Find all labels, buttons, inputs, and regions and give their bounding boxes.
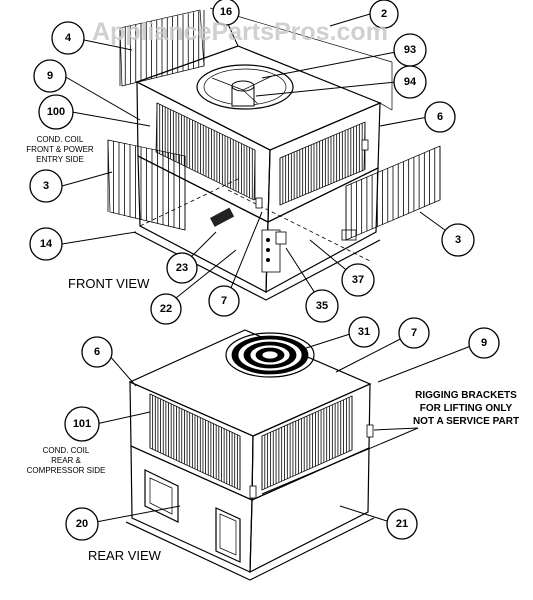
callout-35: 35 (305, 289, 339, 323)
callout-2: 2 (369, 0, 399, 29)
callout-14-label: 14 (40, 238, 53, 250)
watermark: AppliancePartsPros.com (92, 18, 388, 46)
rear-coil-note: COND. COIL REAR & COMPRESSOR SIDE (27, 446, 106, 475)
front-coil-note-line-2: FRONT & POWER (26, 145, 94, 154)
callout-37-label: 37 (352, 274, 364, 286)
callout-7-rear-label: 7 (411, 327, 417, 339)
callout-101-label: 101 (73, 418, 91, 430)
rigging-bracket-right (366, 424, 374, 438)
rear-coil-note-line-2: REAR & (51, 456, 81, 465)
callout-4: 4 (51, 21, 85, 55)
callout-94-label: 94 (404, 76, 417, 88)
callout-16-label: 16 (220, 6, 232, 18)
callout-16: 16 (212, 0, 240, 26)
callout-9-front: 9 (33, 59, 67, 93)
callout-6-rear-label: 6 (94, 346, 100, 358)
callout-101: 101 (64, 406, 100, 442)
callout-31: 31 (348, 316, 380, 348)
callout-9-rear: 9 (468, 327, 500, 359)
callout-100: 100 (38, 94, 74, 130)
rigging-note-line-2: FOR LIFTING ONLY (420, 403, 513, 414)
front-access-vent-icon (210, 207, 235, 227)
callout-21-label: 21 (396, 518, 408, 530)
rigging-bracket-center (249, 485, 257, 499)
callout-4-label: 4 (65, 32, 72, 44)
callout-6-rear: 6 (81, 336, 113, 368)
callout-9-rear-label: 9 (481, 337, 487, 349)
callout-20-label: 20 (76, 518, 88, 530)
front-coil-note: COND. COIL FRONT & POWER ENTRY SIDE (26, 135, 94, 164)
rear-coil-note-line-1: COND. COIL (43, 446, 90, 455)
callout-7-front: 7 (208, 285, 240, 317)
callout-94: 94 (393, 65, 427, 99)
callout-23-label: 23 (176, 262, 188, 274)
condenser-fan-grill (225, 332, 315, 378)
callout-2-label: 2 (381, 8, 387, 20)
callout-21: 21 (386, 508, 418, 540)
callout-9-front-label: 9 (47, 70, 53, 82)
rear-service-panel (215, 507, 241, 563)
rigging-bracket-note: RIGGING BRACKETS FOR LIFTING ONLY NOT A … (413, 390, 519, 427)
callout-31-label: 31 (358, 326, 370, 338)
callout-35-label: 35 (316, 300, 328, 312)
callout-3-right: 3 (441, 223, 475, 257)
fan-ring (196, 64, 294, 110)
callout-22-label: 22 (160, 303, 172, 315)
rear-access-opening (144, 469, 179, 523)
callout-20: 20 (65, 507, 99, 541)
callout-14: 14 (29, 227, 63, 261)
callout-7-rear: 7 (398, 317, 430, 349)
callout-93-label: 93 (404, 44, 416, 56)
front-coil-note-line-3: ENTRY SIDE (36, 155, 84, 164)
callout-6-front-label: 6 (437, 111, 443, 123)
rear-coil-note-line-3: COMPRESSOR SIDE (27, 466, 106, 475)
front-view-label: FRONT VIEW (68, 276, 150, 291)
callout-3-right-label: 3 (455, 234, 461, 246)
front-coil-note-line-1: COND. COIL (37, 135, 84, 144)
control-component-icon (275, 231, 287, 245)
rigging-note-line-3: NOT A SERVICE PART (413, 416, 519, 427)
front-unit (133, 45, 382, 301)
callout-93: 93 (393, 33, 427, 67)
callout-3-left-label: 3 (43, 180, 49, 192)
callout-3-left: 3 (29, 169, 63, 203)
callout-6-front: 6 (424, 101, 456, 133)
callout-22: 22 (150, 293, 182, 325)
rear-view-label: REAR VIEW (88, 548, 162, 563)
callout-7-front-label: 7 (221, 295, 227, 307)
callout-100-label: 100 (47, 106, 65, 118)
callout-37: 37 (341, 263, 375, 297)
callout-23: 23 (166, 252, 198, 284)
rigging-note-line-1: RIGGING BRACKETS (415, 390, 517, 401)
rear-unit (125, 329, 375, 581)
